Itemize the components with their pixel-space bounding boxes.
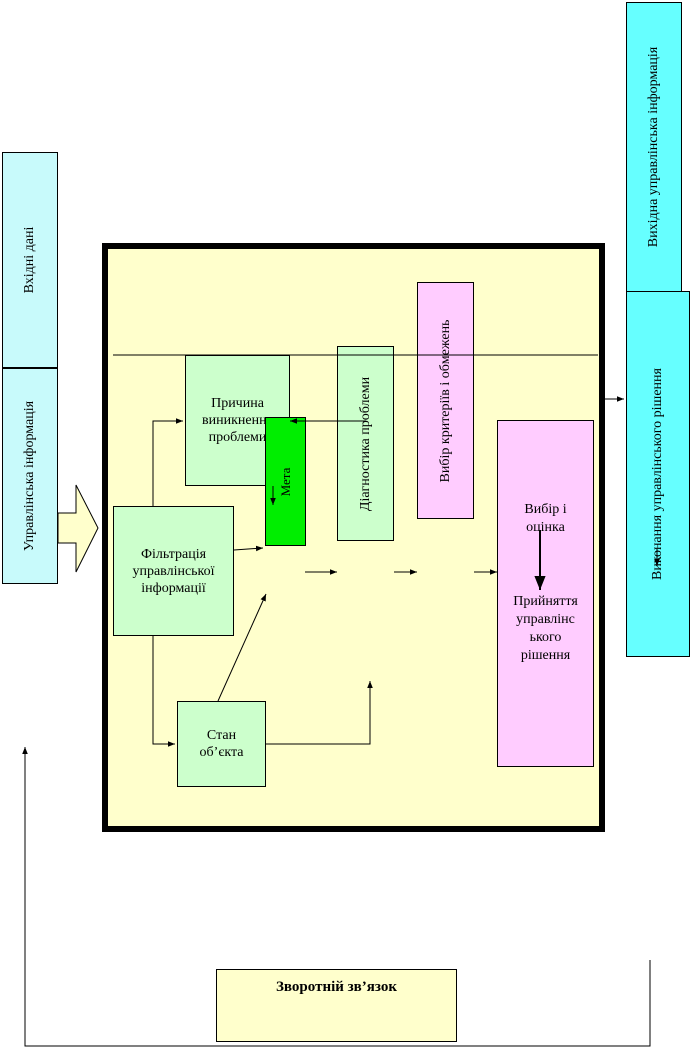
state-block: Стан об’єкта xyxy=(177,701,266,787)
criteria-block: Вибір критеріїв і обмежень xyxy=(417,282,474,519)
feedback-loop xyxy=(22,747,651,1047)
filtering-label: Фільтрація управлінської інформації xyxy=(132,546,215,596)
filtering-to-state xyxy=(152,636,175,747)
choice-label: Вибір і оцінка xyxy=(524,502,567,535)
goal-block: Мета xyxy=(265,417,306,546)
decision-block: Вибір і оцінка Прийняття управлінс ького… xyxy=(497,420,594,767)
filtering-block: Фільтрація управлінської інформації xyxy=(113,506,234,636)
feedback-label: Зворотній зв’язок xyxy=(276,979,397,995)
state-label: Стан об’єкта xyxy=(199,728,244,760)
decision-label: Прийняття управлінс ького рішення xyxy=(513,594,578,663)
control-info-panel: Управлінська інформація xyxy=(2,368,58,584)
state-to-right xyxy=(266,681,373,745)
filtering-to-cause xyxy=(152,418,183,506)
state-to-goal xyxy=(217,593,267,702)
filtering-to-goal xyxy=(233,545,264,552)
input-arrow xyxy=(57,484,99,573)
cause-label: Причина виникнення проблеми xyxy=(201,396,274,445)
diagnostics-block: Діагностика проблеми xyxy=(337,346,394,541)
feedback-box: Зворотній зв’язок xyxy=(216,969,457,1042)
input-data-panel: Вхідні дані xyxy=(2,152,58,368)
